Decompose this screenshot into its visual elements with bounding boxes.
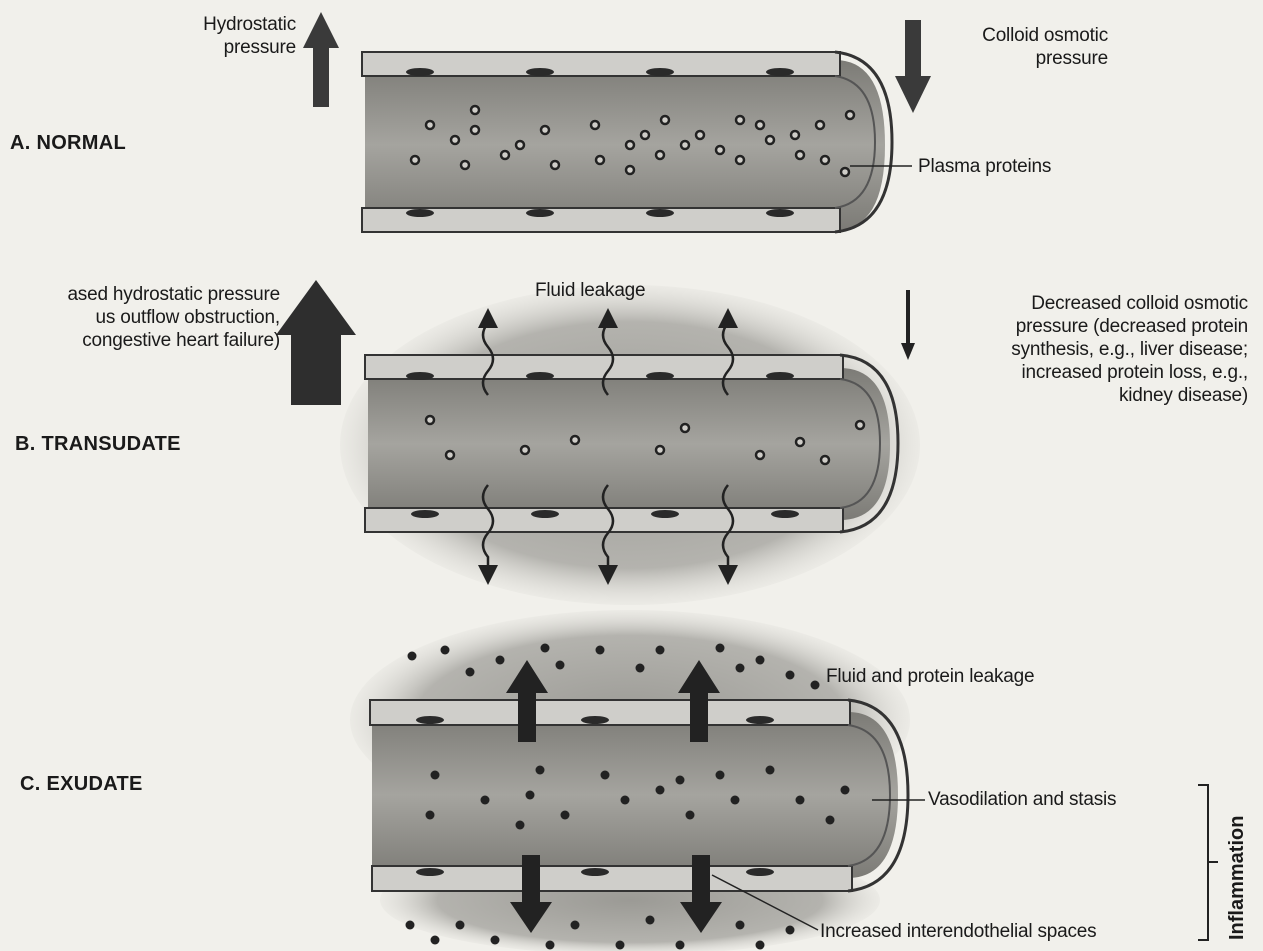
increased-hydrostatic-label: ased hydrostatic pressure us outflow obs… [0,283,280,352]
inflammation-bracket [1198,785,1218,940]
hydrostatic-line-1: Hydrostatic [150,13,296,36]
hydrostatic-pressure-label: Hydrostatic pressure [150,13,296,59]
panel-title-exudate: C. EXUDATE [20,773,143,796]
increased-hydrostatic-line-2: us outflow obstruction, [0,306,280,329]
hydrostatic-line-2: pressure [150,36,296,59]
increased-hydrostatic-line-3: congestive heart failure) [0,329,280,352]
colloid-osmotic-label: Colloid osmotic pressure [930,24,1108,70]
colloid-line-1: Colloid osmotic [930,24,1108,47]
increased-hydrostatic-line-1: ased hydrostatic pressure [0,283,280,306]
panel-normal [303,12,931,232]
vasodilation-label: Vasodilation and stasis [928,788,1116,811]
panel-title-transudate: B. TRANSUDATE [15,433,181,456]
plasma-proteins-label: Plasma proteins [918,155,1051,178]
interendothelial-label: Increased interendothelial spaces [820,920,1096,943]
vessel-exudate [370,700,908,891]
colloid-arrow-down [895,20,931,113]
fluid-leakage-label: Fluid leakage [535,279,645,302]
vessel-normal [362,52,892,232]
panel-title-normal: A. NORMAL [10,132,126,155]
panel-transudate [276,280,920,605]
decreased-colloid-label: Decreased colloid osmotic pressure (decr… [922,292,1248,407]
inflammation-label: Inflammation [1226,816,1249,940]
fluid-protein-leakage-label: Fluid and protein leakage [826,665,1034,688]
decreased-colloid-line-5: kidney disease) [922,384,1248,407]
increased-hydrostatic-arrow [276,280,356,405]
decreased-colloid-line-1: Decreased colloid osmotic [922,292,1248,315]
panel-exudate [350,610,1218,951]
decreased-colloid-line-2: pressure (decreased protein [922,315,1248,338]
hydrostatic-arrow-up [303,12,339,107]
decreased-colloid-line-4: increased protein loss, e.g., [922,361,1248,384]
decreased-colloid-arrow [901,290,915,360]
colloid-line-2: pressure [930,47,1108,70]
vessel-transudate [365,355,898,532]
decreased-colloid-line-3: synthesis, e.g., liver disease; [922,338,1248,361]
